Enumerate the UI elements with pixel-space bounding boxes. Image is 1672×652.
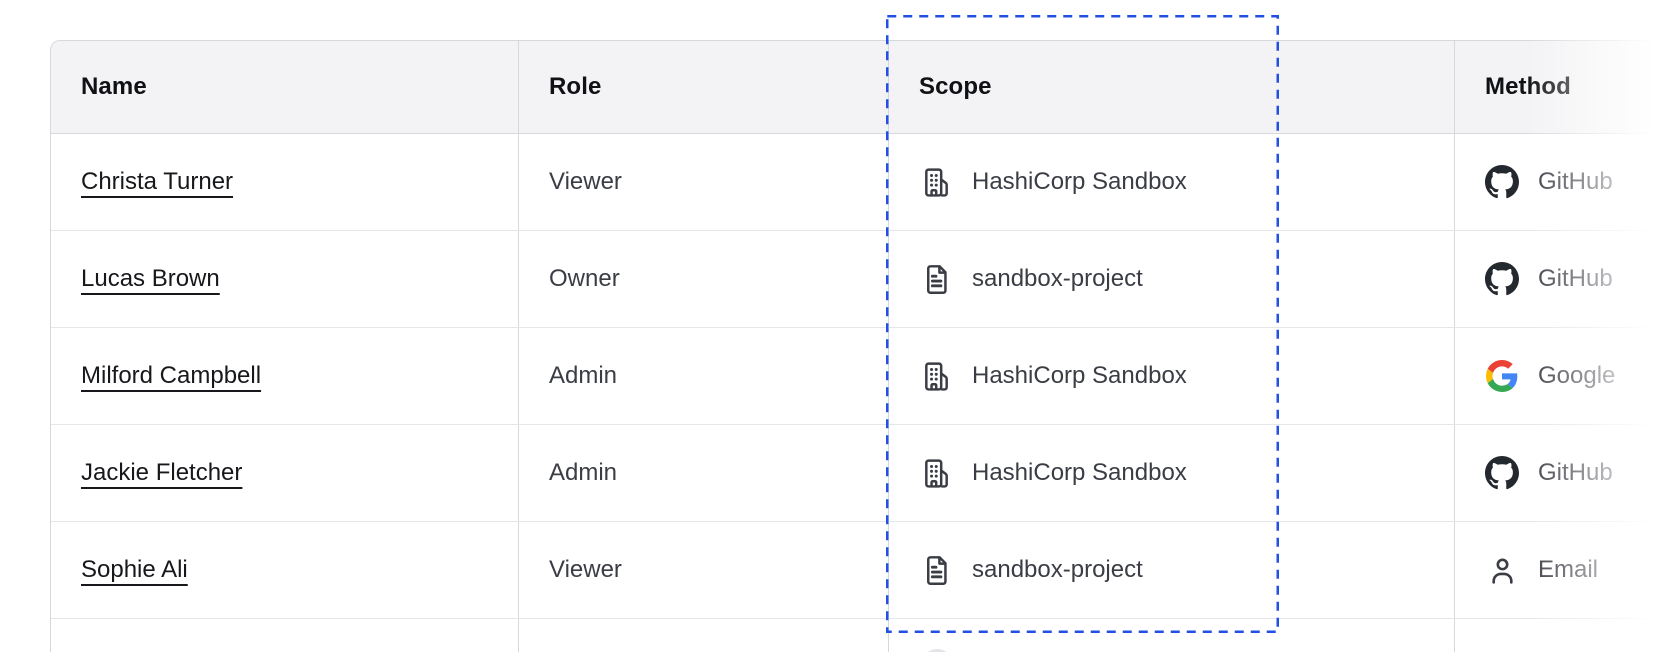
table-row: Sophie Ali Viewer sandbox-project Email [51,522,1672,619]
member-scope: HashiCorp Sandbox [972,459,1187,486]
member-role: Viewer [549,168,622,195]
column-header-name: Name [51,41,519,133]
table-body: Christa Turner Viewer HashiCorp Sandbox … [51,134,1672,619]
github-icon [1485,262,1519,296]
table-row: Jackie Fletcher Admin HashiCorp Sandbox … [51,425,1672,522]
org-icon [919,456,953,490]
member-name-link[interactable]: Sophie Ali [81,556,188,583]
org-icon [919,165,953,199]
user-icon [1485,553,1519,587]
table-header-row: Name Role Scope Method [51,41,1672,134]
column-header-scope: Scope [889,41,1455,133]
column-header-role: Role [519,41,889,133]
column-header-method: Method [1485,73,1571,100]
member-role: Admin [549,362,618,389]
github-icon [1485,456,1519,490]
google-icon [1485,359,1519,393]
members-table: Name Role Scope Method Christa Turner Vi… [50,40,1672,652]
file-text-icon [919,262,953,296]
member-scope: HashiCorp Sandbox [972,168,1187,195]
file-text-icon [919,553,953,587]
table-row: Milford Campbell Admin HashiCorp Sandbox… [51,328,1672,425]
github-icon [1485,165,1519,199]
member-role: Admin [549,459,618,486]
table-row: Lucas Brown Owner sandbox-project GitHub [51,231,1672,328]
member-name-link[interactable]: Jackie Fletcher [81,459,243,486]
member-role: Owner [549,265,620,292]
member-method: GitHub [1538,265,1613,292]
member-method: Google [1538,362,1616,389]
member-scope: HashiCorp Sandbox [972,362,1187,389]
member-name-link[interactable]: Milford Campbell [81,362,262,389]
member-role: Viewer [549,556,622,583]
member-name-link[interactable]: Christa Turner [81,168,234,195]
table-row-partial [51,619,1672,652]
member-name-link[interactable]: Lucas Brown [81,265,220,292]
member-scope: sandbox-project [972,556,1143,583]
member-method: Email [1538,556,1599,583]
table-row: Christa Turner Viewer HashiCorp Sandbox … [51,134,1672,231]
org-icon [919,359,953,393]
member-method: GitHub [1538,168,1613,195]
member-scope: sandbox-project [972,265,1143,292]
member-method: GitHub [1538,459,1613,486]
